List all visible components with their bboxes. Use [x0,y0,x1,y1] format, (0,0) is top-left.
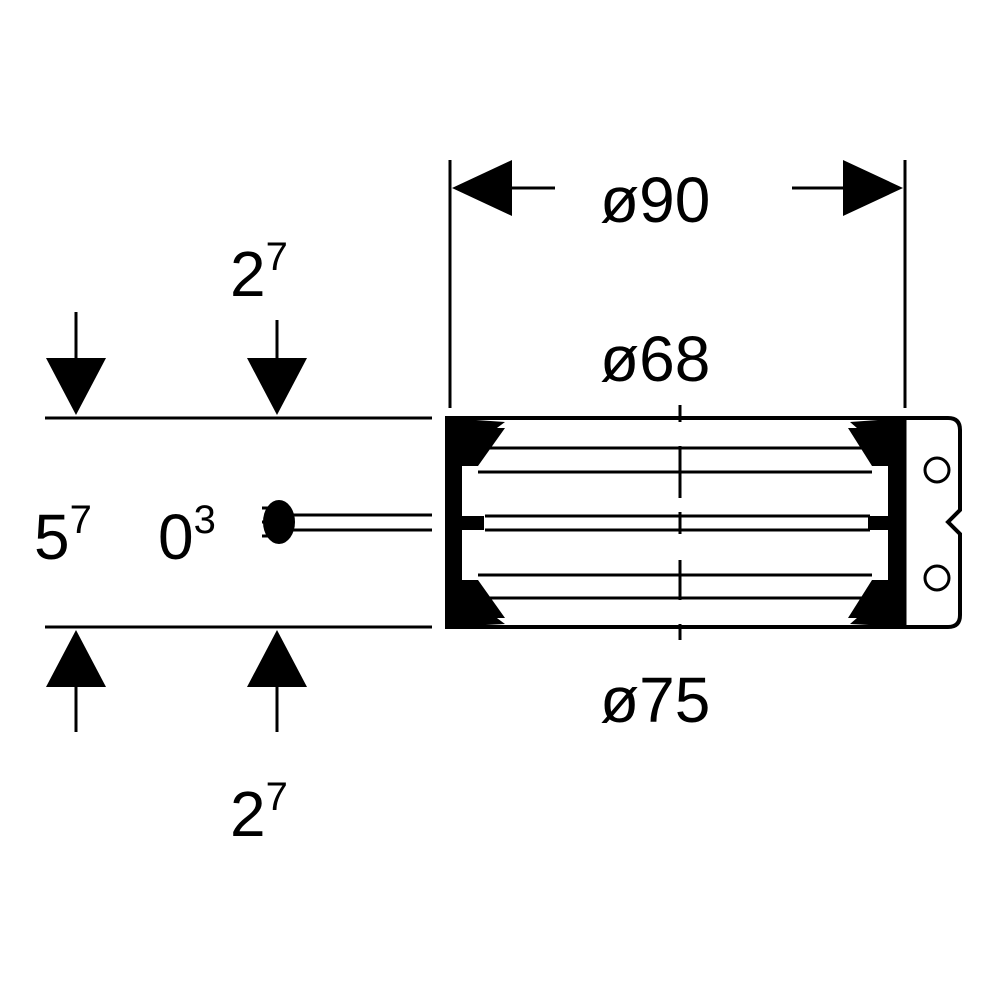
dimension-inner-diameter: ø68 [600,323,711,395]
dimension-bottom-wall-base: 2 [230,778,266,850]
arrowhead-top-mid [247,358,307,415]
center-block-right [868,516,888,530]
pipe-wall-bottom-right [850,525,905,627]
dimension-mid-diameter: ø75 [600,664,711,736]
gap-marker [263,500,295,544]
pipe-bevel-top-right [848,428,888,466]
pipe-body-outline [445,416,962,629]
dimension-top-wall-base: 2 [230,238,266,310]
arrowhead-bottom-left [46,630,106,687]
arrowhead-90-left [452,160,512,216]
pipe-wall-top-right [850,418,905,525]
collar-hole-top [923,456,951,484]
dimension-left-total-base: 5 [34,501,70,573]
pipe-wall-top-left [447,418,505,525]
dimension-outer-diameter: ø90 [600,164,711,236]
pipe-bevel-bottom-left [462,580,505,618]
dimension-gap-exp: 3 [193,497,216,542]
arrowhead-top-left [46,358,106,415]
pipe-bevel-bottom-right [848,580,888,618]
dimension-bottom-wall: 27 [230,777,288,846]
dimension-gap: 03 [158,500,216,569]
dimension-left-total-exp: 7 [69,497,92,542]
dimension-top-wall-exp: 7 [265,234,288,279]
collar-hole-bottom [923,564,951,592]
dimension-gap-base: 0 [158,501,194,573]
pipe-wall-bottom-left [447,525,505,627]
center-block-left [462,516,484,530]
dimension-top-wall: 27 [230,237,288,306]
dimension-left-total: 57 [34,500,92,569]
dimension-bottom-wall-exp: 7 [265,774,288,819]
arrowhead-bottom-mid [247,630,307,687]
pipe-bevel-top-left [462,428,505,466]
arrowhead-90-right [843,160,903,216]
